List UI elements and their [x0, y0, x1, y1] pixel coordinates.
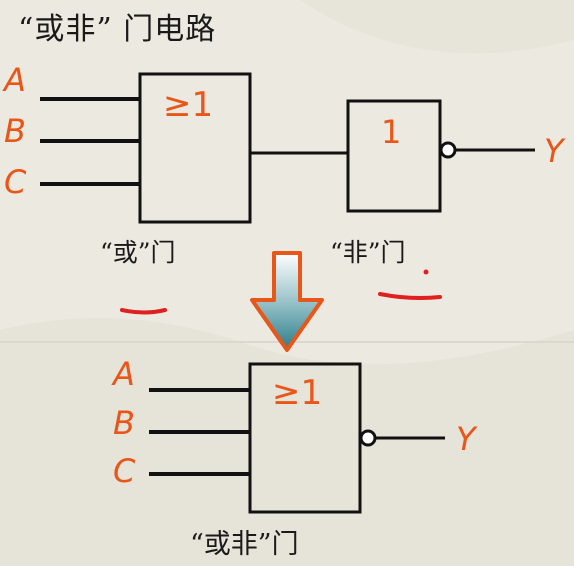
- annotation-dot: [423, 269, 429, 275]
- not-gate-symbol: 1: [381, 113, 401, 151]
- not-gate-caption: “非”门: [330, 238, 406, 267]
- top-input-b-label: B: [4, 112, 26, 150]
- page-title: “或非” 门电路: [18, 12, 217, 47]
- or-gate-symbol: ≥1: [163, 85, 213, 125]
- top-input-c-label: C: [4, 163, 27, 201]
- not-gate-box: [346, 99, 442, 213]
- nor-gate-bubble: [359, 429, 377, 447]
- not-gate-underline-annotation: [378, 292, 442, 300]
- nor-gate-caption: “或非”门: [190, 529, 299, 560]
- top-input-a-label: A: [2, 61, 26, 99]
- bottom-input-b-label: B: [113, 404, 135, 442]
- down-arrow: [250, 251, 324, 352]
- or-gate-caption: “或”门: [100, 238, 176, 267]
- bottom-circuit: A B C ≥1 Y: [111, 355, 478, 514]
- top-circuit: A B C ≥1 1 Y: [2, 61, 566, 315]
- top-output-y-label: Y: [544, 132, 566, 170]
- bottom-input-c-label: C: [113, 452, 136, 490]
- bottom-output-y-label: Y: [456, 420, 478, 458]
- nor-gate-symbol: ≥1: [272, 373, 322, 413]
- or-gate-box: [138, 72, 252, 224]
- bottom-input-a-label: A: [111, 355, 135, 393]
- not-gate-bubble: [439, 141, 457, 159]
- or-gate-underline-annotation: [120, 308, 167, 315]
